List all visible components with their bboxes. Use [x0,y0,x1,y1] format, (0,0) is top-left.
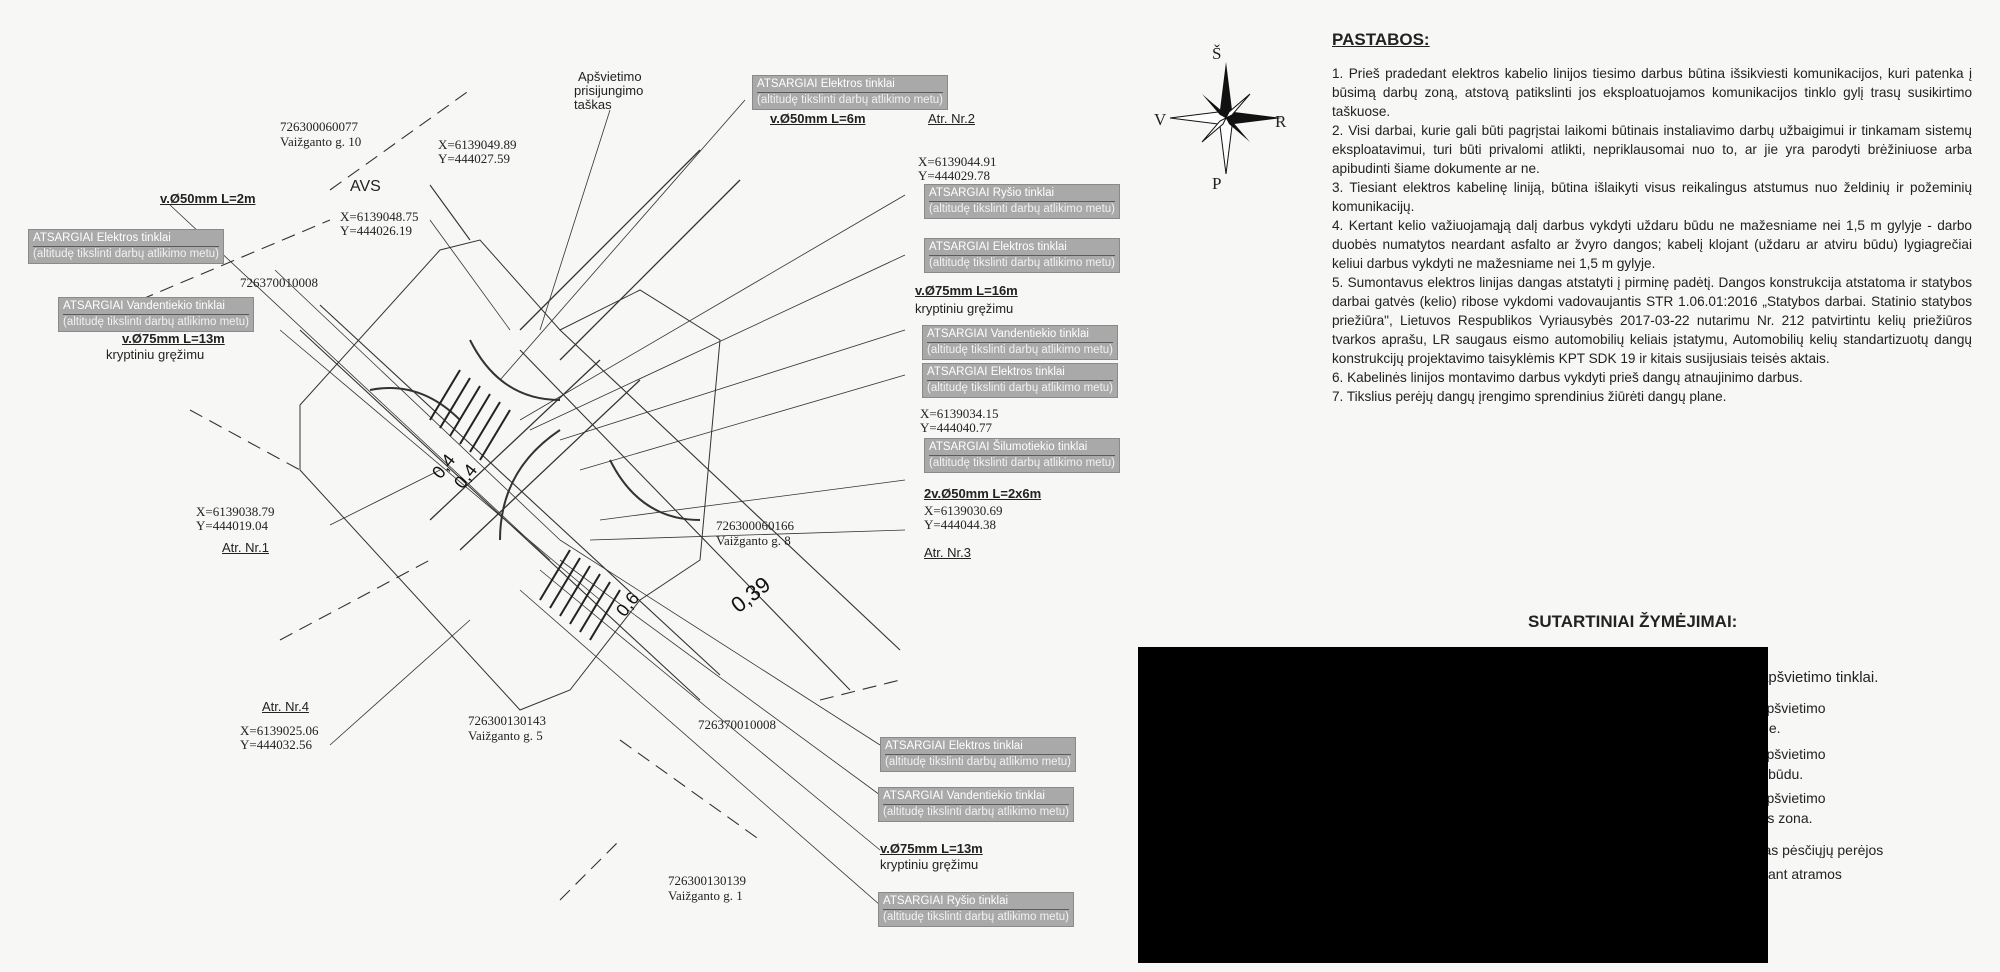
caution-title: ATSARGIAI Elektros tinklai [929,240,1115,256]
caution-note: (altitudę tikslinti darbų atlikimo metu) [927,344,1113,356]
compass-south-label: P [1212,174,1222,193]
coordinate-label: X=6139049.89 [438,137,517,152]
coordinate-label: Y=444040.77 [920,420,992,435]
coordinate-label: X=6139030.69 [924,503,1003,518]
directional-drilling-label: kryptiniu gręžimu [106,347,205,362]
compass-east-label: R [1275,112,1287,131]
note-item: 6. Kabelinės linijos montavimo darbus vy… [1332,370,1803,385]
parcel-label: 726300130139 [668,873,746,888]
street-address-label: Vaižganto g. 1 [668,888,743,903]
coordinate-label: Y=444044.38 [924,517,996,532]
caution-box: ATSARGIAI Šilumotiekio tinklai (altitudę… [924,438,1120,473]
atr-label: Atr. Nr.3 [924,545,971,560]
caution-note: (altitudę tikslinti darbų atlikimo metu) [929,257,1115,269]
lighting-connection-label: taškas [574,97,612,112]
caution-box: ATSARGIAI Vandentiekio tinklai (altitudę… [878,787,1074,822]
avs-label: AVS [350,178,381,195]
caution-title: ATSARGIAI Vandentiekio tinklai [927,327,1113,343]
conduit-label: v.Ø75mm L=16m [915,283,1018,298]
atr-label: Atr. Nr.1 [222,540,269,555]
caution-note: (altitudę tikslinti darbų atlikimo metu) [929,457,1115,469]
conduit-label: v.Ø50mm L=6m [770,111,866,126]
lighting-connection-label: prisijungimo [574,83,644,98]
caution-box: ATSARGIAI Ryšio tinklai (altitudę tiksli… [878,892,1074,927]
caution-note: (altitudę tikslinti darbų atlikimo metu) [33,248,219,260]
notes-title: PASTABOS: [1332,30,1430,49]
caution-title: ATSARGIAI Elektros tinklai [757,77,943,93]
lighting-connection-label: Apšvietimo [578,69,642,84]
coordinate-label: X=6139044.91 [918,154,997,169]
caution-box: ATSARGIAI Vandentiekio tinklai (altitudę… [58,297,254,332]
legend-item: ės apšvietimo tinklai. [1740,669,1879,686]
coordinate-label: X=6139025.06 [240,723,319,738]
caution-title: ATSARGIAI Ryšio tinklai [929,186,1115,202]
coordinate-label: X=6139038.79 [196,504,275,519]
caution-note: (altitudę tikslinti darbų atlikimo metu) [883,806,1069,818]
caution-box: ATSARGIAI Elektros tinklai (altitudę tik… [922,363,1118,398]
note-item: 2. Visi darbai, kurie gali būti pagrįsta… [1332,123,1972,176]
coordinate-label: Y=444032.56 [240,737,312,752]
coordinate-label: Y=444026.19 [340,223,412,238]
caution-box: ATSARGIAI Vandentiekio tinklai (altitudę… [922,325,1118,360]
caution-title: ATSARGIAI Vandentiekio tinklai [883,789,1069,805]
caution-note: (altitudę tikslinti darbų atlikimo metu) [929,203,1115,215]
caution-title: ATSARGIAI Elektros tinklai [33,231,219,247]
coordinate-label: X=6139048.75 [340,209,419,224]
compass-north-label: Š [1212,44,1222,63]
atr-label: Atr. Nr.2 [928,111,975,126]
parcel-label: 726300130143 [468,713,546,728]
caution-box: ATSARGIAI Ryšio tinklai (altitudę tiksli… [924,184,1120,219]
caution-note: (altitudę tikslinti darbų atlikimo metu) [883,911,1069,923]
parcel-label: 726300060077 [280,119,358,134]
coordinate-label: Y=444019.04 [196,518,268,533]
directional-drilling-label: kryptiniu gręžimu [915,301,1014,316]
caution-box: ATSARGIAI Elektros tinklai (altitudę tik… [28,229,224,264]
conduit-label: 2v.Ø50mm L=2x6m [924,486,1042,501]
directional-drilling-label: kryptiniu gręžimu [880,857,979,872]
legend-title: SUTARTINIAI ŽYMĖJIMAI: [1528,612,1738,631]
note-item: 4. Kertant kelio važiuojamąją dalį darbu… [1332,218,1972,271]
caution-title: ATSARGIAI Elektros tinklai [885,739,1071,755]
parcel-label: 726370010008 [698,717,776,732]
coordinate-label: Y=444027.59 [438,151,510,166]
notes-panel: PASTABOS: 1. Prieš pradedant elektros ka… [1332,30,1972,406]
caution-title: ATSARGIAI Šilumotiekio tinklai [929,440,1115,456]
note-item: 1. Prieš pradedant elektros kabelio lini… [1332,66,1972,119]
conduit-label: v.Ø75mm L=13m [122,331,225,346]
caution-note: (altitudę tikslinti darbų atlikimo metu) [885,756,1071,768]
parcel-label: 726300060166 [716,518,794,533]
coordinate-label: Y=444029.78 [918,168,990,183]
street-address-label: Vaižganto g. 5 [468,728,543,743]
caution-note: (altitudę tikslinti darbų atlikimo metu) [63,316,249,328]
compass-west-label: V [1154,110,1167,129]
caution-box: ATSARGIAI Elektros tinklai (altitudę tik… [880,737,1076,772]
caution-note: (altitudę tikslinti darbų atlikimo metu) [757,94,943,106]
caution-title: ATSARGIAI Ryšio tinklai [883,894,1069,910]
note-item: 7. Tikslius perėjų dangų įrengimo sprend… [1332,389,1727,404]
note-item: 5. Sumontavus elektros linijas dangas at… [1332,275,1972,366]
parcel-label: 726370010008 [240,275,318,290]
conduit-label: v.Ø75mm L=13m [880,841,983,856]
caution-box: ATSARGIAI Elektros tinklai (altitudę tik… [924,238,1120,273]
coordinate-label: X=6139034.15 [920,406,999,421]
caution-title: ATSARGIAI Elektros tinklai [927,365,1113,381]
legend-item: amas pėsčiųjų perėjos [1744,842,1884,858]
redaction-block [1138,647,1768,963]
conduit-label: v.Ø50mm L=2m [160,191,256,206]
note-item: 3. Tiesiant elektros kabelinę liniją, bū… [1332,180,1972,214]
caution-box: ATSARGIAI Elektros tinklai (altitudę tik… [752,75,948,110]
street-address-label: Vaižganto g. 8 [716,533,791,548]
caution-note: (altitudę tikslinti darbų atlikimo metu) [927,382,1113,394]
street-address-label: Vaižganto g. 10 [280,134,362,149]
caution-title: ATSARGIAI Vandentiekio tinklai [63,299,249,315]
atr-label: Atr. Nr.4 [262,699,309,714]
legend-item: ant atramos [1768,866,1842,882]
